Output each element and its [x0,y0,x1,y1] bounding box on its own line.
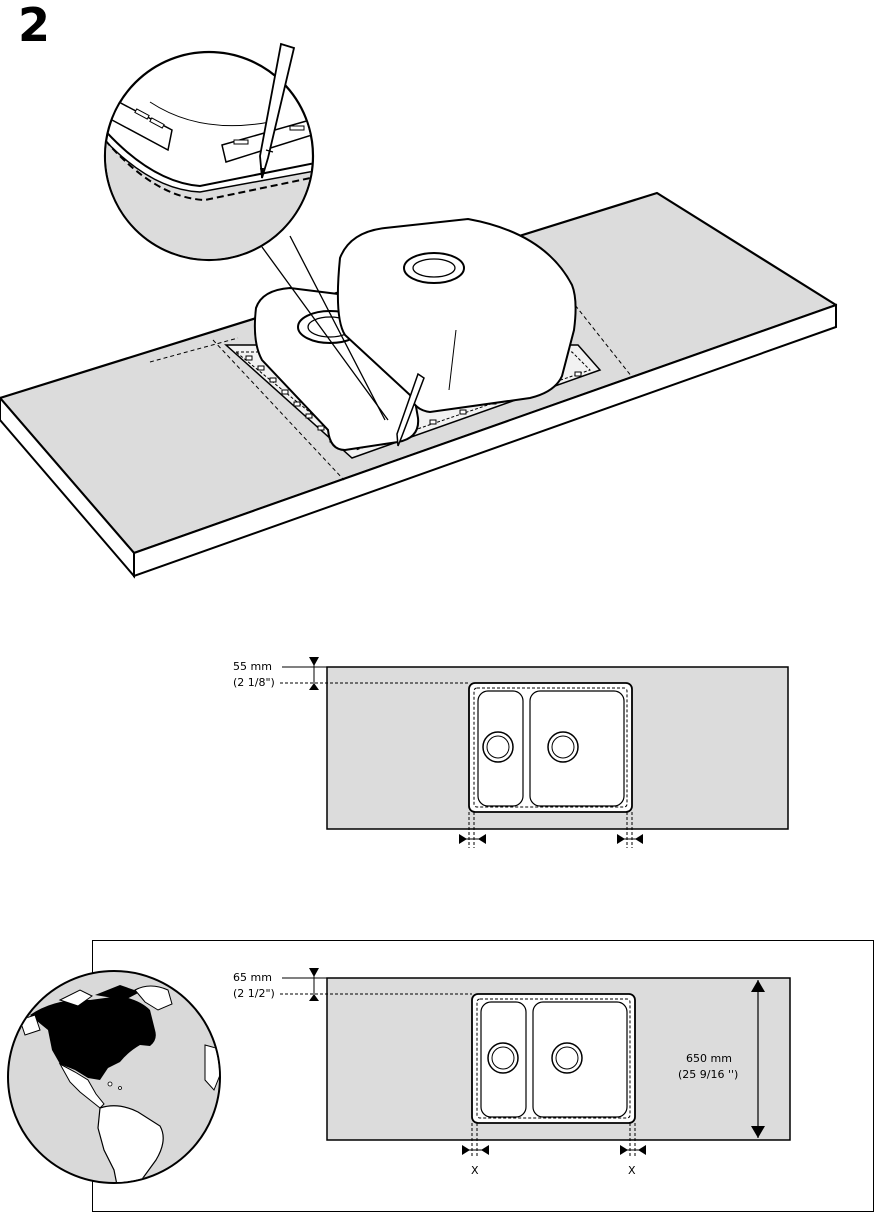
dimension-arrow-icon [617,834,643,844]
depth-in-label: (25 9/16 '') [678,1068,738,1081]
pencil-icon [396,372,425,447]
dimension-arrow-icon [309,657,319,690]
magnifier-callout [261,235,389,421]
diagram-north-america: 65 mm (2 1/2") 650 mm (25 9/16 '') X X [7,968,791,1184]
gap-left-label: X [471,1164,479,1177]
dimension-arrow-icon [620,1145,646,1155]
offset-mm-label: 65 mm [233,971,272,984]
isometric-illustration [0,42,838,579]
dimension-arrow-icon [462,1145,489,1155]
large-sink-bowl [336,217,577,414]
dimension-arrow-icon [459,834,486,844]
offset-in-label: (2 1/2") [233,987,275,1000]
step-number: 2 [18,0,51,52]
offset-in-label: (2 1/8") [233,676,275,689]
globe-north-america-icon [7,970,221,1184]
diagram-standard: 55 mm (2 1/8") X X [233,657,789,848]
dimension-arrow-icon [309,968,319,1001]
dimension-arrow-icon [751,980,765,1138]
pencil-icon [259,42,296,179]
offset-mm-label: 55 mm [233,660,272,673]
cut-guide-lines [149,299,633,481]
gap-right-label: X [628,1164,636,1177]
magnified-detail [103,42,315,262]
depth-mm-label: 650 mm [686,1052,732,1065]
